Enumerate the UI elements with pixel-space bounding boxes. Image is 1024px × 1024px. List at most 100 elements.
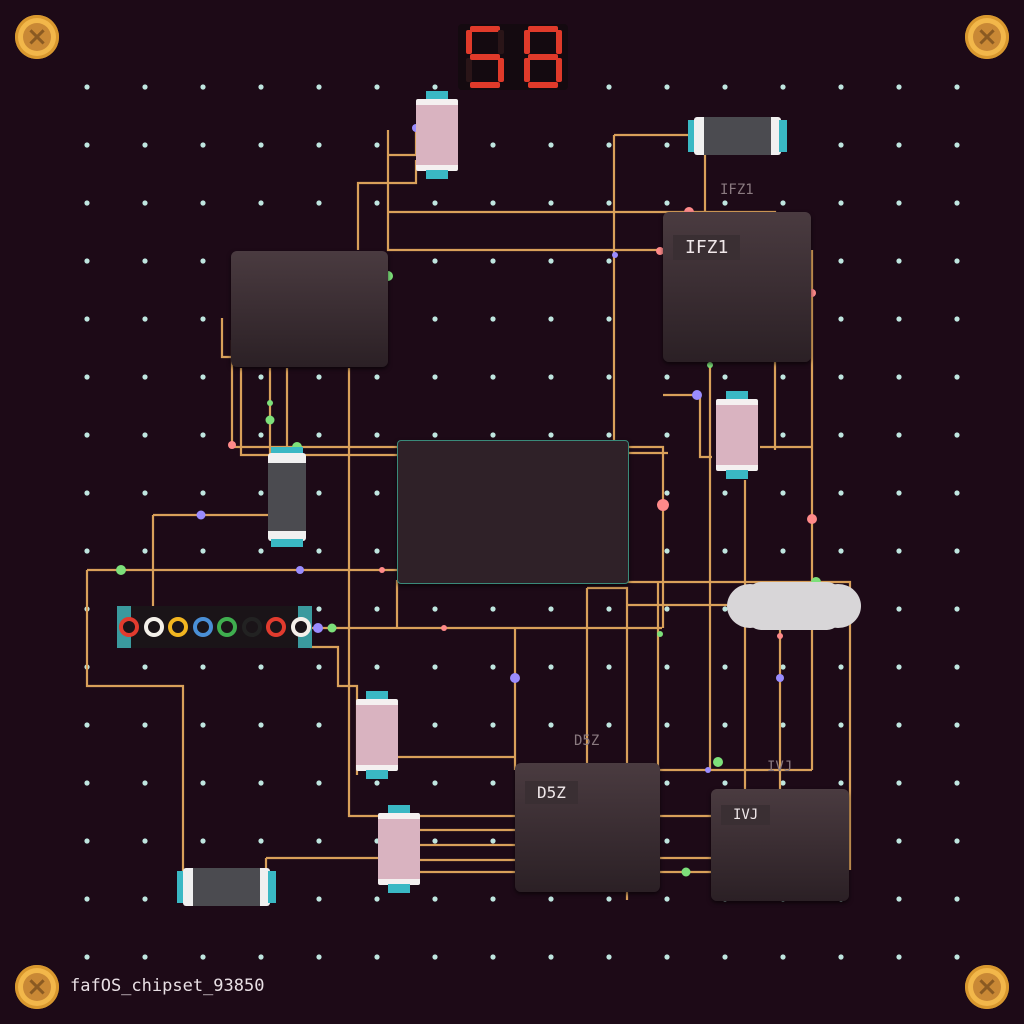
- chip-silkscreen-ifz1: IFZ1: [720, 182, 754, 198]
- grid-dot: [316, 84, 322, 90]
- chip-ifz1[interactable]: IFZ1: [663, 212, 811, 362]
- grid-dot: [896, 664, 902, 670]
- digit-segment: [524, 30, 530, 54]
- grid-dot: [954, 954, 960, 960]
- grid-dot: [490, 838, 496, 844]
- grid-dot: [954, 838, 960, 844]
- header-pin-white[interactable]: [143, 617, 164, 637]
- grid-dot: [954, 142, 960, 148]
- grid-dot: [374, 200, 380, 206]
- grid-dot: [84, 258, 90, 264]
- resistor[interactable]: [268, 447, 306, 547]
- grid-dot: [780, 954, 786, 960]
- grid-dot: [432, 84, 438, 90]
- grid-dot: [896, 780, 902, 786]
- digit-segment: [498, 30, 504, 54]
- cpu-socket[interactable]: [397, 440, 629, 584]
- grid-dot: [432, 200, 438, 206]
- grid-dot: [258, 780, 264, 786]
- chip-silkscreen-d5z: D5Z: [574, 733, 600, 749]
- grid-dot: [664, 664, 670, 670]
- grid-dot: [374, 780, 380, 786]
- grid-dot: [838, 548, 844, 554]
- grid-dot: [432, 954, 438, 960]
- chip-label-ifz1: IFZ1: [673, 235, 741, 260]
- grid-dot: [432, 896, 438, 902]
- grid-dot: [200, 780, 206, 786]
- grid-dot: [258, 548, 264, 554]
- resistor[interactable]: [177, 868, 276, 906]
- grid-dot: [780, 84, 786, 90]
- digit-segment: [466, 30, 472, 54]
- score-display: 58: [458, 24, 568, 90]
- grid-dot: [896, 374, 902, 380]
- grid-dot: [432, 374, 438, 380]
- capacitor[interactable]: [378, 805, 420, 893]
- header-pin-white[interactable]: [290, 617, 311, 637]
- grid-dot: [142, 84, 148, 90]
- grid-dot: [954, 780, 960, 786]
- header-pin-blue[interactable]: [192, 617, 213, 637]
- grid-dot: [896, 548, 902, 554]
- grid-dot: [490, 142, 496, 148]
- grid-dot: [896, 316, 902, 322]
- grid-dot: [142, 722, 148, 728]
- grid-dot: [896, 838, 902, 844]
- grid-dot: [200, 664, 206, 670]
- capacitor[interactable]: [356, 691, 398, 779]
- grid-dot: [896, 142, 902, 148]
- chip-unlabeled[interactable]: [231, 251, 388, 367]
- grid-dot: [142, 780, 148, 786]
- grid-dot: [490, 664, 496, 670]
- digit-segment: [528, 26, 558, 32]
- grid-dot: [838, 258, 844, 264]
- header-pin-black[interactable]: [241, 617, 262, 637]
- grid-dot: [954, 258, 960, 264]
- grid-dot: [200, 490, 206, 496]
- screw-icon: ×: [965, 965, 1009, 1009]
- grid-dot: [896, 490, 902, 496]
- grid-dot: [896, 954, 902, 960]
- grid-dot: [664, 606, 670, 612]
- grid-dot: [548, 432, 554, 438]
- grid-dot: [200, 432, 206, 438]
- grid-dot: [896, 606, 902, 612]
- chip-d5z[interactable]: D5Z: [515, 763, 660, 892]
- grid-dot: [838, 374, 844, 380]
- grid-dot: [374, 490, 380, 496]
- grid-dot: [896, 722, 902, 728]
- grid-dot: [896, 896, 902, 902]
- grid-dot: [954, 432, 960, 438]
- grid-dot: [84, 838, 90, 844]
- grid-dot: [200, 374, 206, 380]
- grid-dot: [664, 838, 670, 844]
- capacitor[interactable]: [716, 391, 758, 479]
- grid-dot: [838, 954, 844, 960]
- grid-dot: [722, 664, 728, 670]
- capacitor[interactable]: [416, 91, 458, 179]
- header-pin-green[interactable]: [217, 617, 237, 637]
- grid-dot: [316, 142, 322, 148]
- digit-segment: [556, 30, 562, 54]
- grid-dot: [838, 722, 844, 728]
- grid-dot: [316, 374, 322, 380]
- grid-dot: [722, 374, 728, 380]
- grid-dot: [316, 432, 322, 438]
- grid-dot: [548, 142, 554, 148]
- cloud-blob: [727, 582, 861, 630]
- grid-dot: [258, 142, 264, 148]
- header-pin-yellow[interactable]: [168, 617, 188, 637]
- grid-dot: [258, 84, 264, 90]
- grid-dot: [200, 954, 206, 960]
- digit-segment: [470, 26, 500, 32]
- grid-dot: [490, 780, 496, 786]
- chip-ivj[interactable]: IVJ: [711, 789, 849, 901]
- grid-dot: [548, 200, 554, 206]
- header-pin-red[interactable]: [266, 617, 286, 637]
- grid-dot: [548, 722, 554, 728]
- header-pin-red[interactable]: [119, 617, 139, 637]
- resistor[interactable]: [688, 117, 787, 155]
- grid-dot: [142, 258, 148, 264]
- grid-dot: [142, 896, 148, 902]
